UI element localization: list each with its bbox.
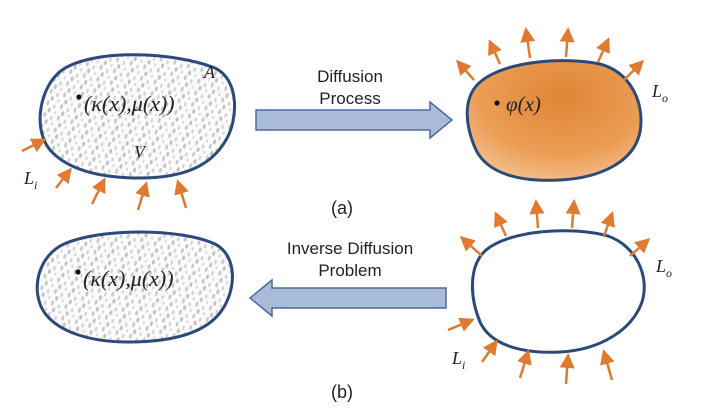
empty-domain-shape [471,229,646,354]
speckled-domain-shape [35,230,234,344]
domain-label-a: A [203,62,216,82]
params-label: (κ(x),μ(x)) [83,266,174,291]
outflow-arrow [456,59,475,81]
point-marker [494,100,500,106]
caption-b: (b) [331,382,353,402]
outflow-arrow [629,238,651,257]
inflow-arrow [135,181,150,211]
domain-a-left: (κ(x),μ(x)) A V [38,53,237,180]
outflow-arrow [596,37,610,63]
inflow-arrow [600,349,615,381]
diffusion-process-arrow [255,100,454,140]
outflow-label-a: Lo [651,81,668,105]
inflow-arrow [480,339,498,363]
outflow-arrow [623,59,645,81]
inverse-label-line1: Inverse Diffusion [287,239,413,258]
point-marker [75,269,81,275]
outflow-arrows-b [459,199,651,257]
volume-label-v: V [134,142,147,162]
inverse-label-line2: Problem [318,261,381,280]
outflow-arrows-a [456,27,645,81]
domain-b-left: (κ(x),μ(x)) [35,230,234,344]
outflow-arrow [565,199,581,229]
caption-a: (a) [331,198,353,218]
outflow-arrow [488,39,502,65]
inflow-arrows-b [447,317,615,385]
outflow-arrow [529,199,545,229]
process-label-line2: Process [319,89,380,108]
domain-a-right: φ(x) [465,59,643,182]
inflow-arrow [55,167,72,189]
inflow-arrow [559,353,575,385]
output-field-label: φ(x) [506,92,541,116]
inflow-arrow [21,138,47,153]
process-label-line1: Diffusion [317,67,383,86]
point-marker [76,94,82,100]
inflow-arrow [517,349,532,379]
params-label: (κ(x),μ(x)) [84,91,175,116]
inflow-label-a: Li [23,168,37,192]
outflow-arrow [459,235,483,257]
field-domain-shape [465,59,643,182]
inflow-arrow [447,317,475,332]
outflow-arrow [600,211,615,237]
inflow-label-b: Li [451,348,465,372]
inflow-arrow [90,177,106,205]
inflow-arrows-a [21,138,189,211]
inverse-problem-arrow [248,278,447,318]
outflow-arrow [559,27,575,58]
domain-b-right [471,229,646,354]
outflow-arrow [494,211,508,237]
inflow-arrow [174,179,189,209]
speckled-domain-shape [38,53,237,180]
outflow-arrow [520,27,536,59]
outflow-label-b: Lo [655,256,672,280]
